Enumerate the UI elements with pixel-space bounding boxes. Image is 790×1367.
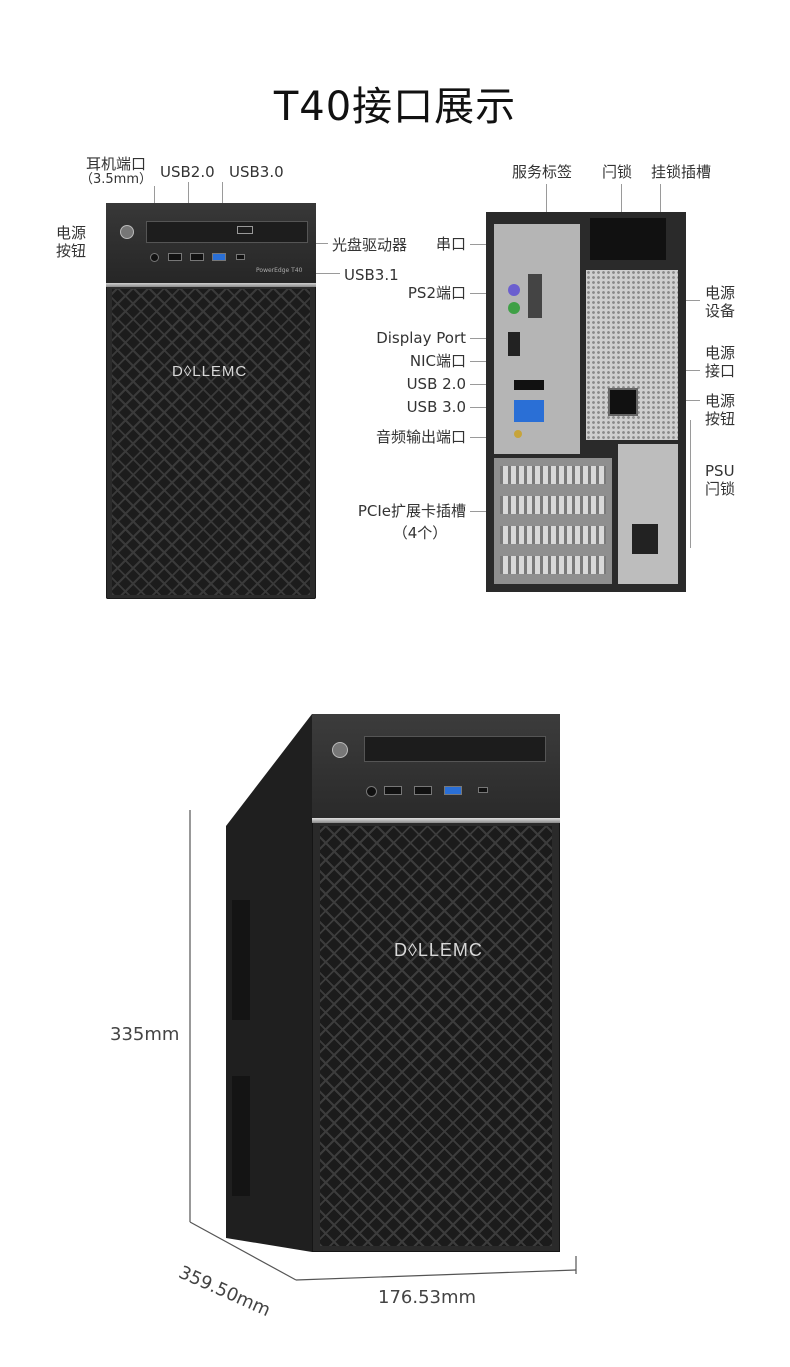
psu-grille <box>586 270 678 440</box>
front-usb31-label: USB3.1 <box>344 266 399 284</box>
usb-c-port-icon <box>478 787 488 793</box>
dell-emc-logo: D◊LLEMC <box>172 363 248 380</box>
front-power-label-1: 电源 <box>56 224 87 242</box>
leader-line <box>296 273 340 274</box>
headphone-label: 耳机端口 <box>85 155 146 173</box>
rear-power-button-label-1: 电源 <box>705 392 736 410</box>
psu-lock-label-2: 闩锁 <box>705 480 736 498</box>
leader-line <box>660 184 661 224</box>
usb-port-icon <box>190 253 204 261</box>
psu-device-label-2: 设备 <box>705 302 736 320</box>
leader-line <box>690 420 691 548</box>
rear-io-panel <box>494 224 580 454</box>
width-dimension: 176.53mm <box>378 1287 477 1308</box>
usb3-rear-ports-icon <box>514 400 544 422</box>
leader-line <box>470 511 500 512</box>
displayport-icon <box>508 332 520 356</box>
padlock-slot-label: 挂锁插槽 <box>651 163 712 181</box>
audio-out-port-icon <box>514 430 522 438</box>
ps2-keyboard-port-icon <box>508 302 520 314</box>
psu-device-label-1: 电源 <box>705 284 736 302</box>
leader-line <box>470 407 500 408</box>
usb2-rear-ports-icon <box>514 380 544 390</box>
rear-power-button-label-2: 按钮 <box>705 410 736 428</box>
optical-drive-label: 光盘驱动器 <box>332 236 408 254</box>
side-vent <box>232 1076 250 1196</box>
rear-tower-image <box>486 212 686 592</box>
usb-port-icon <box>168 253 182 261</box>
serial-port-icon <box>528 274 542 318</box>
pcie-count-label: （4个） <box>392 524 448 542</box>
leader-line <box>470 338 500 339</box>
rear-usb20-label: USB 2.0 <box>406 375 466 393</box>
front-usb20-label: USB2.0 <box>160 163 215 181</box>
pcie-slot-cover <box>500 526 606 544</box>
ps2-mouse-port-icon <box>508 284 520 296</box>
power-port-label-1: 电源 <box>705 344 736 362</box>
page-title: T40接口展示 <box>273 84 517 130</box>
tower-front-top <box>312 714 560 818</box>
headphone-size-label: （3.5mm） <box>79 172 152 187</box>
optical-drive <box>364 736 546 762</box>
model-text: PowerEdge T40 <box>256 267 303 274</box>
power-connector-icon <box>608 388 638 416</box>
usb3-port-icon <box>212 253 226 261</box>
leader-line <box>470 384 500 385</box>
psu-latch-icon <box>632 524 658 554</box>
displayport-label: Display Port <box>376 329 466 347</box>
lock-label: 闩锁 <box>602 163 633 181</box>
psu-lock-label-1: PSU <box>705 462 735 480</box>
tower-front-panel: D◊LLEMC <box>312 714 560 1252</box>
pcie-slot-cover <box>500 556 606 574</box>
rear-usb30-label: USB 3.0 <box>406 398 466 416</box>
depth-dimension-line <box>189 1221 297 1281</box>
pcie-slot-cover <box>500 496 606 514</box>
front-usb30-label: USB3.0 <box>229 163 284 181</box>
front-mesh-grille: D◊LLEMC <box>320 826 552 1246</box>
front-power-label-2: 按钮 <box>56 242 87 260</box>
front-tower-image: PowerEdge T40 D◊LLEMC <box>106 203 316 599</box>
lock-latch-icon <box>590 218 666 260</box>
front-bezel-strip <box>106 283 316 287</box>
pcie-slots-area <box>494 458 612 584</box>
serial-port-label: 串口 <box>435 235 466 253</box>
ps2-port-label: PS2端口 <box>407 284 466 302</box>
front-bezel-strip <box>312 818 560 823</box>
leader-line <box>470 361 500 362</box>
width-dimension-line <box>295 1269 577 1281</box>
pcie-slot-cover <box>500 466 606 484</box>
usb-port-icon <box>384 786 402 795</box>
headphone-jack-icon <box>150 253 159 262</box>
nic-port-label: NIC端口 <box>409 352 466 370</box>
power-button-icon <box>120 225 134 239</box>
pcie-slots-label: PCIe扩展卡插槽 <box>357 502 466 520</box>
headphone-jack-icon <box>366 786 377 797</box>
usb-port-icon <box>414 786 432 795</box>
leader-line <box>470 244 500 245</box>
usb3-port-icon <box>444 786 462 795</box>
usb-c-port-icon <box>236 254 245 260</box>
eject-button-icon <box>237 226 253 234</box>
side-vent <box>232 900 250 1020</box>
power-button-icon <box>332 742 348 758</box>
optical-drive <box>146 221 308 243</box>
dell-emc-logo: D◊LLEMC <box>394 940 483 960</box>
service-tag-label: 服务标签 <box>512 163 573 181</box>
power-port-label-2: 接口 <box>705 362 736 380</box>
psu-bay <box>618 444 678 584</box>
front-top-panel: PowerEdge T40 <box>106 203 316 283</box>
leader-line <box>470 293 500 294</box>
height-dimension: 335mm <box>110 1024 180 1045</box>
leader-line <box>621 184 622 224</box>
leader-line <box>676 300 700 301</box>
audio-out-label: 音频输出端口 <box>375 428 466 446</box>
front-mesh-grille: D◊LLEMC <box>112 289 310 595</box>
